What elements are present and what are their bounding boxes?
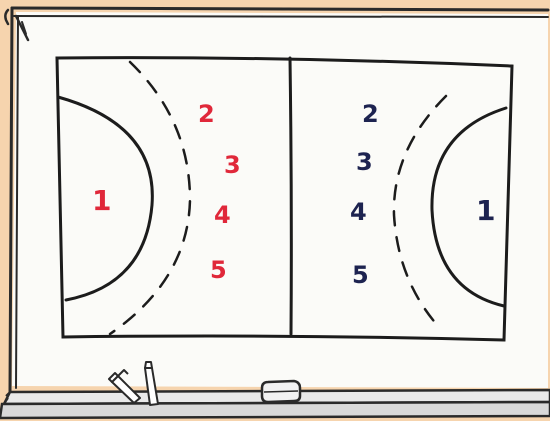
whiteboard-eraser-icon[interactable] xyxy=(262,381,300,402)
right-player-1: 1 xyxy=(476,194,495,227)
left-player-5: 5 xyxy=(210,256,227,284)
center-line xyxy=(290,58,291,334)
left-player-1: 1 xyxy=(92,184,111,217)
left-player-3: 3 xyxy=(224,151,241,179)
right-player-2: 2 xyxy=(362,100,379,128)
right-player-5: 5 xyxy=(352,261,369,289)
right-player-3: 3 xyxy=(356,148,373,176)
right-player-4: 4 xyxy=(350,198,367,226)
left-player-2: 2 xyxy=(198,100,215,128)
left-player-4: 4 xyxy=(214,201,231,229)
